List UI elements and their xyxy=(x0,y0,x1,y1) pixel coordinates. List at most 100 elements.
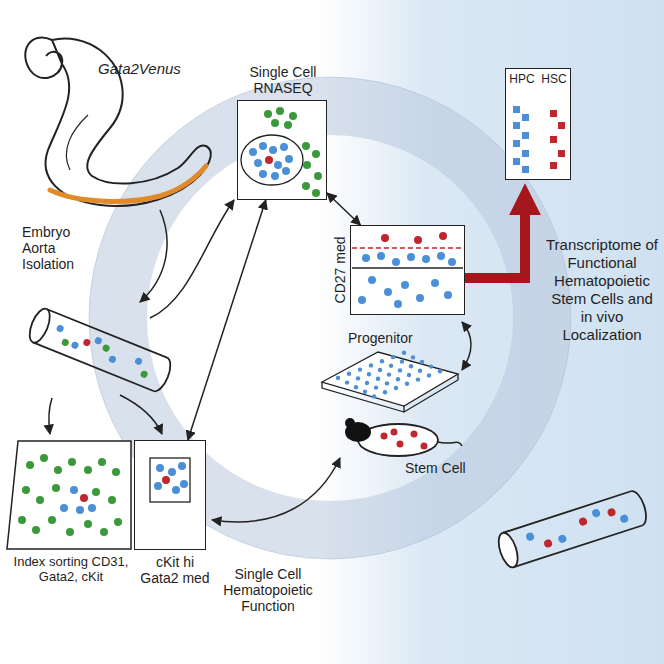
flow-arrow xyxy=(327,193,360,225)
cell-dot xyxy=(156,464,164,472)
cell-dot xyxy=(525,532,535,542)
cell-dot xyxy=(80,494,88,502)
cell-dot xyxy=(18,516,26,524)
cell-dot xyxy=(356,376,360,380)
cell-dot xyxy=(84,520,92,528)
cell-dot xyxy=(280,143,288,151)
cell-dot xyxy=(448,258,456,266)
cell-dot xyxy=(66,528,74,536)
cell-square xyxy=(550,162,557,169)
cell-dot xyxy=(271,119,279,127)
trapezoid-outline xyxy=(6,440,132,550)
cell-dot xyxy=(411,355,415,359)
text-label: Stem Cell xyxy=(405,460,485,476)
cell-dot xyxy=(421,443,428,450)
cell-dot xyxy=(172,486,180,494)
cell-dot xyxy=(416,294,424,302)
cell-dot xyxy=(389,364,393,368)
cell-dot xyxy=(92,488,100,496)
cell-dot xyxy=(394,300,402,308)
cell-dot xyxy=(345,380,349,384)
cell-dot xyxy=(40,454,48,462)
cell-dot xyxy=(108,355,117,364)
cell-dot xyxy=(271,172,279,180)
cell-dot xyxy=(168,468,176,476)
text-label: Gata2Venus xyxy=(98,60,198,77)
cell-dot xyxy=(543,538,553,548)
cell-dot xyxy=(249,148,257,156)
cell-dot xyxy=(387,372,391,376)
cell-dot xyxy=(303,161,311,169)
cell-dot xyxy=(32,526,40,534)
cell-dot xyxy=(162,476,170,484)
cell-square xyxy=(550,110,557,117)
cell-dot xyxy=(362,254,370,262)
cell-square xyxy=(522,132,529,139)
cell-dot xyxy=(285,155,293,163)
cell-square xyxy=(550,136,557,143)
cell-dot xyxy=(429,364,433,368)
cell-dot xyxy=(54,466,62,474)
cell-square xyxy=(522,114,529,121)
cell-dot xyxy=(70,486,78,494)
cell-square xyxy=(513,122,520,129)
cell-dot xyxy=(418,369,422,373)
box-caption: cKit hi Gata2 med xyxy=(135,554,215,586)
cell-dot xyxy=(358,367,362,371)
box-caption: CD27 med xyxy=(332,237,348,304)
cell-dot xyxy=(391,429,398,436)
cell-dot xyxy=(383,390,387,394)
hpc-hsc-panel: HPC HSC xyxy=(505,68,571,180)
cell-square xyxy=(522,166,529,173)
cell-dot xyxy=(84,466,92,474)
text-label: Progenitor xyxy=(348,330,438,346)
cell-dot xyxy=(407,373,411,377)
cell-dot xyxy=(36,496,44,504)
cell-dot xyxy=(385,381,389,385)
cell-dot xyxy=(354,385,358,389)
column-heading: HSC xyxy=(541,73,566,87)
sorting-plot: Index sorting CD31, Gata2, cKit xyxy=(6,440,132,550)
cell-dot xyxy=(108,496,116,504)
cell-square xyxy=(513,140,520,147)
cell-dot xyxy=(259,142,267,150)
cell-dot xyxy=(607,507,617,517)
cell-square xyxy=(558,122,565,129)
cell-dot xyxy=(409,364,413,368)
cell-dot xyxy=(76,506,84,514)
cell-dot xyxy=(276,107,284,115)
cell-dot xyxy=(392,258,400,266)
cell-dot xyxy=(367,372,371,376)
cell-dot xyxy=(557,534,567,544)
cell-dot xyxy=(420,360,424,364)
cell-dot xyxy=(384,288,392,296)
cell-dot xyxy=(416,377,420,381)
column-heading: HPC xyxy=(509,73,534,87)
cell-dot xyxy=(378,368,382,372)
cell-dot xyxy=(269,146,277,154)
cell-dot xyxy=(98,458,106,466)
cell-dot xyxy=(70,341,79,350)
cell-dot xyxy=(94,336,103,345)
cell-dot xyxy=(368,276,376,284)
cell-dot xyxy=(82,338,91,347)
cell-dot xyxy=(259,170,267,178)
box-caption: Single Cell RNASEQ xyxy=(233,64,333,96)
cell-dot xyxy=(358,296,366,304)
cell-dot xyxy=(282,167,290,175)
cell-dot xyxy=(60,504,68,512)
cell-dot xyxy=(427,373,431,377)
cell-dot xyxy=(134,357,143,366)
cell-dot xyxy=(114,518,122,526)
cell-dot xyxy=(394,386,398,390)
cell-dot xyxy=(439,232,447,240)
cell-dot xyxy=(22,486,30,494)
cell-dot xyxy=(372,394,376,398)
cell-dot xyxy=(401,281,409,289)
cell-dot xyxy=(437,252,445,260)
facs-plot: CD27 med xyxy=(350,225,465,315)
cell-dot xyxy=(397,441,404,448)
cell-dot xyxy=(431,279,439,287)
cell-dot xyxy=(112,468,120,476)
cell-dot xyxy=(140,370,149,379)
